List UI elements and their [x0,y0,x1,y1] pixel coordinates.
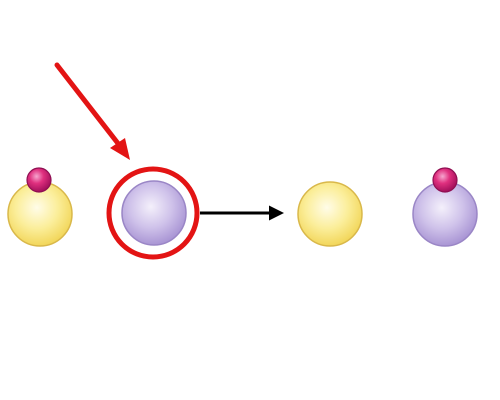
before-purple-sphere-group [106,166,200,260]
before-particle [26,167,52,193]
after-yellow-sphere [297,181,363,247]
before-purple-sphere [121,180,187,246]
before-yellow-sphere-group [7,167,73,247]
after-purple-sphere-group [412,167,478,247]
highlight-ring [106,166,200,260]
after-particle [432,167,458,193]
pointer-arrow-icon [54,62,130,160]
